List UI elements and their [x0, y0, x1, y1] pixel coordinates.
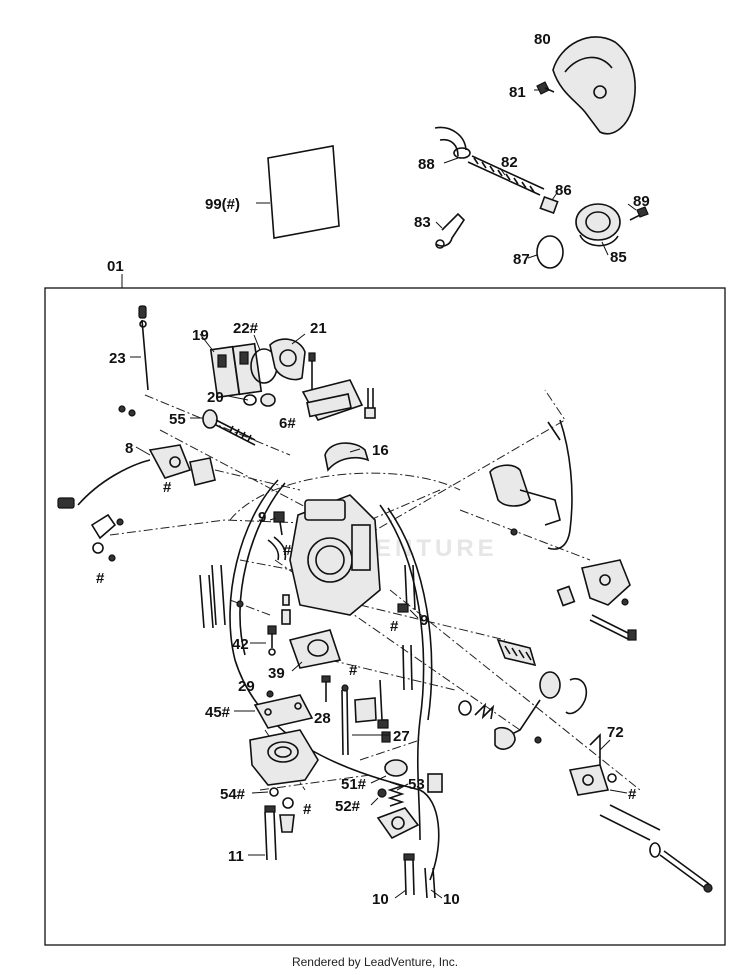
label-72: 72: [607, 724, 624, 741]
diaphragm-part-16: [324, 442, 370, 472]
label-27: 27: [393, 728, 410, 745]
label-80: 80: [534, 31, 551, 48]
label-86: 86: [555, 182, 572, 199]
gasket-sheet-99: [267, 145, 340, 239]
label-81: 81: [509, 84, 526, 101]
label-22: 22#: [233, 320, 259, 337]
float-part-19: [209, 342, 263, 399]
bracket-part-83: [435, 212, 466, 247]
lever-part-right: [581, 559, 631, 606]
label-82: 82: [501, 154, 518, 171]
gasket-part-45: [253, 690, 314, 729]
label-11: 11: [228, 848, 244, 865]
pump-cover: [376, 807, 420, 840]
label-23: 23: [109, 350, 126, 367]
label-89: 89: [633, 193, 650, 210]
label-10-right: 10: [443, 891, 460, 908]
ball-part-52: [377, 788, 387, 798]
label-10-left: 10: [372, 891, 389, 908]
diaphragm-part-51: [384, 759, 408, 777]
hose-pair-right: [397, 564, 416, 691]
clip-part: [90, 513, 124, 562]
label-52: 52#: [335, 798, 361, 815]
label-83: 83: [414, 214, 431, 231]
cover-part-80: [552, 36, 636, 135]
oring-part-87: [536, 235, 564, 269]
label-hash-body: #: [283, 542, 292, 559]
hose-part-88: [434, 126, 467, 157]
label-54: 54#: [220, 786, 246, 803]
hose-pair-left: [199, 564, 244, 629]
spacer-part: [556, 585, 576, 607]
label-42: 42: [232, 636, 249, 653]
label-hash-clip: #: [96, 570, 105, 587]
label-45: 45#: [205, 704, 231, 721]
throttle-assembly: [489, 419, 573, 550]
label-9-right: 9: [420, 612, 428, 629]
needle-part-23: [138, 305, 149, 391]
fitting-part-39: [288, 629, 342, 669]
float-bowl-part-54: [249, 729, 319, 833]
assembly-frame: [44, 287, 726, 946]
label-6: 6#: [279, 415, 296, 432]
float-parts: [354, 679, 391, 743]
label-hash-28: #: [349, 662, 358, 679]
label-21: 21: [310, 320, 327, 337]
bolt-part-long: [589, 614, 637, 641]
carburetor-body: [289, 494, 381, 616]
spring-part-82: [467, 155, 545, 196]
label-85: 85: [610, 249, 627, 266]
label-hash-72: #: [628, 786, 637, 803]
label-88: 88: [418, 156, 435, 173]
spring-part-72: [568, 733, 617, 796]
throttle-shaft: [458, 638, 588, 750]
footer-credit: Rendered by LeadVenture, Inc.: [291, 955, 459, 969]
needle-part-27: [341, 684, 349, 756]
label-hash-8: #: [163, 479, 172, 496]
label-hash-54: #: [303, 801, 312, 818]
valve-part-55: [202, 409, 256, 446]
pin-part: [364, 388, 376, 419]
label-01: 01: [107, 258, 124, 275]
label-99: 99(#): [205, 196, 240, 213]
label-20: 20: [207, 389, 224, 406]
top-cap-part-6: [301, 352, 364, 421]
label-29: 29: [238, 678, 255, 695]
label-87: 87: [513, 251, 530, 268]
washer-part-20: [243, 394, 257, 406]
screw-part-81: [536, 81, 550, 95]
screw-part-28: [321, 675, 331, 702]
screw-part-9-left: [273, 511, 285, 536]
shaft-part-long: [599, 804, 713, 893]
spring-part-53: [387, 781, 405, 807]
screw-part-42: [267, 625, 277, 656]
fitting-part-86: [539, 195, 559, 215]
tube-part-10-left: [403, 853, 415, 896]
label-28: 28: [314, 710, 331, 727]
tube-part-10-right: [424, 773, 443, 899]
sensor-part-8: [57, 405, 216, 509]
label-55: 55: [169, 411, 186, 428]
tube-part-11: [264, 805, 277, 861]
label-53: 53: [408, 776, 425, 793]
label-51: 51#: [341, 776, 367, 793]
label-hash-9: #: [390, 618, 399, 635]
label-39: 39: [268, 665, 285, 682]
label-16: 16: [372, 442, 389, 459]
label-9-left: 9: [258, 509, 266, 526]
plate-part-21: [269, 338, 306, 381]
label-19: 19: [192, 327, 209, 344]
jet-parts: [281, 594, 291, 625]
label-8: 8: [125, 440, 133, 457]
joint-part-85: [575, 203, 621, 247]
